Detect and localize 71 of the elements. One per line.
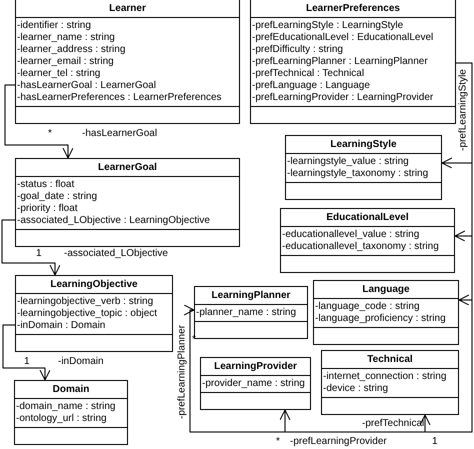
attribute-text: -learningobjective_verb : string	[16, 296, 154, 308]
attribute-text: -learningobjective_topic : object	[16, 308, 158, 320]
association-arrow	[2, 220, 60, 276]
attribute-text: -ontology_url : string	[15, 413, 108, 425]
class-name: LearningStyle	[286, 136, 441, 154]
class-box	[15, 158, 240, 247]
attribute-text: -inDomain : Domain	[16, 320, 106, 332]
edge-label: -hasLearnerGoal	[82, 128, 158, 139]
class-name: Language	[314, 281, 458, 299]
class-name: LearningProvider	[201, 358, 310, 376]
class-name: Technical	[322, 351, 458, 369]
attribute-text: -internet_connection : string	[322, 371, 448, 383]
attribute-text: -learner_name : string	[16, 32, 116, 44]
attribute-text: -provider_name : string	[201, 378, 306, 390]
multiplicity-label: 1	[24, 356, 30, 367]
attribute-text: -planner_name : string	[195, 307, 298, 319]
attribute-text: -learner_address : string	[16, 44, 126, 56]
class-name: LearningObjective	[16, 276, 172, 294]
attribute-text: -learningstyle_value : string	[286, 156, 410, 168]
attribute-text: -educationallevel_taxonomy : string	[281, 241, 440, 253]
multiplicity-label: 1	[36, 248, 42, 259]
attribute-text: -language_code : string	[314, 301, 421, 313]
class-name: LearningPlanner	[195, 287, 307, 305]
attribute-text: -language_proficiency : string	[314, 313, 447, 325]
association-arrow	[420, 62, 472, 432]
class-box	[280, 208, 455, 273]
association-arrow	[2, 324, 50, 380]
class-box	[194, 286, 308, 339]
class-box	[200, 357, 311, 410]
attribute-text: -identifier : string	[16, 20, 92, 32]
attribute-text: -goal_date : string	[16, 191, 98, 203]
class-box	[250, 0, 456, 124]
class-box	[14, 380, 128, 445]
attribute-text: -prefLearningPlanner : LearningPlanner	[251, 56, 429, 68]
attribute-text: -learner_email : string	[16, 56, 115, 68]
edge-label: -prefLearningPlanner	[176, 325, 188, 419]
attribute-text: -device : string	[322, 383, 390, 395]
edge-label: -prefLearningProvider	[290, 436, 387, 447]
attribute-text: -learner_tel : string	[16, 68, 102, 80]
edge-label: -associated_LObjective	[64, 248, 168, 259]
attribute-text: -prefLanguage : Language	[251, 80, 371, 92]
edge-label: -prefLearningStyle	[458, 69, 468, 151]
attribute-text: -priority : float	[16, 203, 79, 215]
association-arrow	[4, 84, 74, 158]
edge-label: -prefTechnical	[362, 418, 424, 429]
class-name: Domain	[15, 381, 127, 399]
attribute-text: -status : float	[16, 179, 76, 191]
class-name: LearnerGoal	[16, 159, 239, 177]
attribute-text: -prefDifficulty : string	[251, 44, 344, 56]
class-box	[15, 0, 240, 124]
class-name: EducationalLevel	[281, 209, 454, 227]
class-name: Learner	[16, 0, 239, 18]
attribute-text: -prefLearningStyle : LearningStyle	[251, 20, 404, 32]
class-name: LearnerPreferences	[251, 0, 455, 18]
multiplicity-label: *	[276, 436, 280, 447]
attribute-text: -prefLearningProvider : LearningProvider	[251, 92, 434, 104]
class-box	[321, 350, 459, 415]
attribute-text: -educationallevel_value : string	[281, 229, 420, 241]
multiplicity-label: *	[48, 128, 52, 139]
attribute-text: -associated_LObjective : LearningObjective	[16, 215, 211, 227]
attribute-text: -hasLearnerGoal : LearnerGoal	[16, 80, 157, 92]
multiplicity-label: 1	[432, 436, 438, 447]
attribute-text: -learningstyle_taxonomy : string	[286, 168, 430, 180]
class-box	[313, 280, 459, 345]
attribute-text: -hasLearnerPreferences : LearnerPreferences	[16, 92, 223, 104]
attribute-text: -prefTechnical : Technical	[251, 68, 366, 80]
edge-label: -inDomain	[58, 356, 104, 367]
attribute-text: -prefEducationalLevel : EducationalLevel	[251, 32, 434, 44]
attribute-text: -domain_name : string	[15, 401, 116, 413]
class-box	[285, 135, 442, 200]
class-box	[15, 275, 173, 352]
